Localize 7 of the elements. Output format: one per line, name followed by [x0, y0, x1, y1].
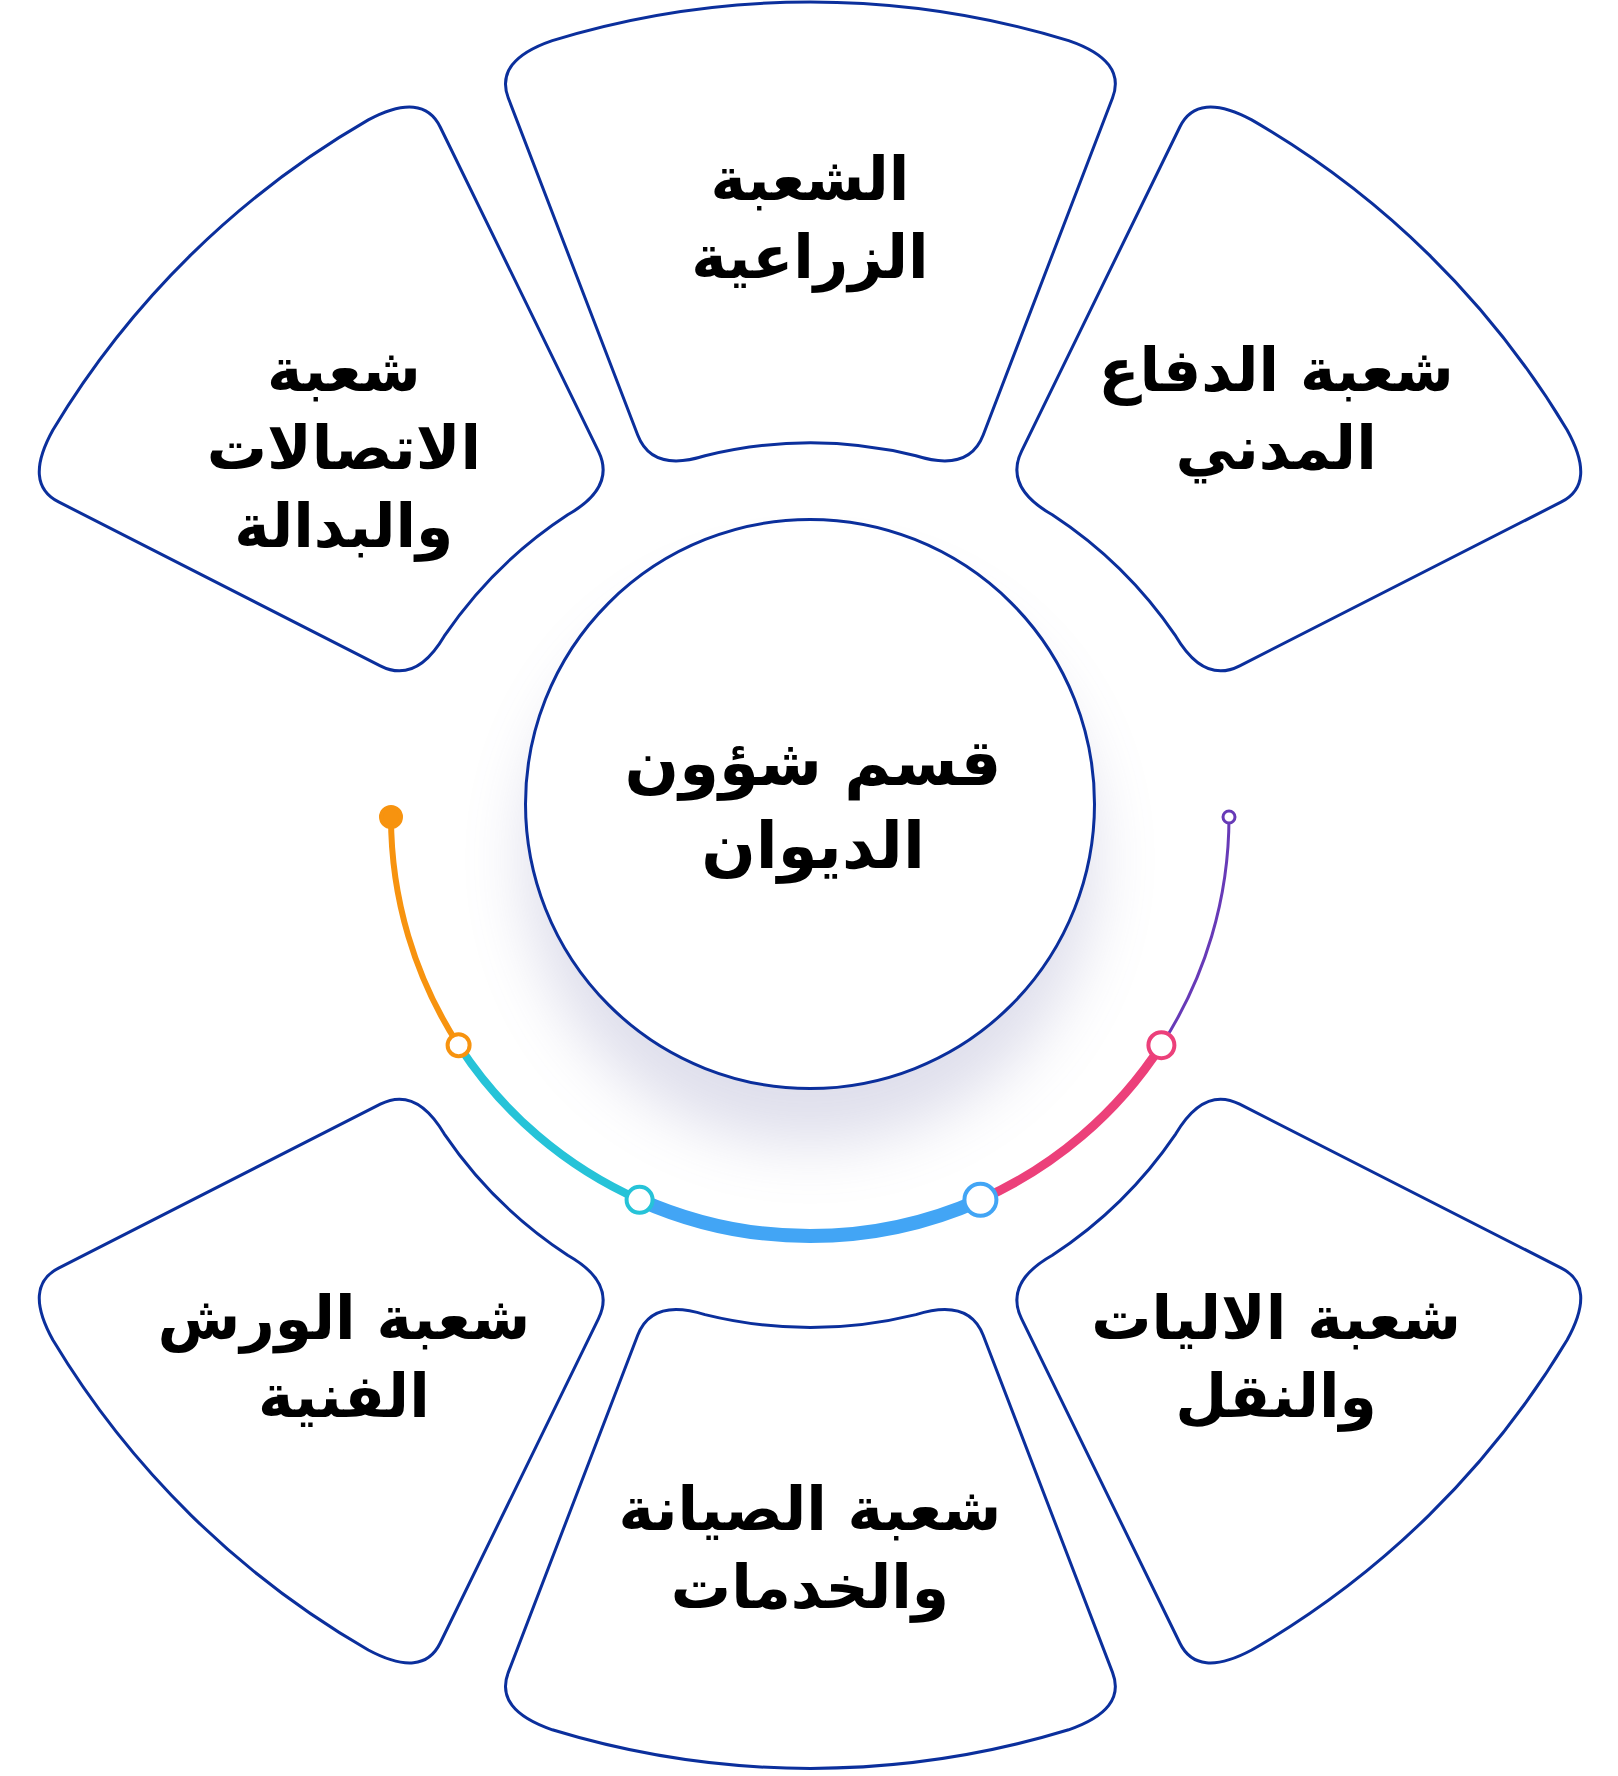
- segment-label: شعبة الدفاع المدني: [1097, 333, 1455, 486]
- segment-label: شعبة الاتصالات والبدالة: [205, 333, 483, 564]
- segment-label: شعبة الصيانة والخدمات: [617, 1473, 1003, 1625]
- segment-label: الشعبة الزراعية: [690, 143, 930, 295]
- hub-label: قسم شؤون الديوان: [623, 725, 1003, 886]
- segment-label: شعبة الاليات والنقل: [1090, 1282, 1462, 1434]
- segment-label: شعبة الورش الفنية: [156, 1282, 532, 1434]
